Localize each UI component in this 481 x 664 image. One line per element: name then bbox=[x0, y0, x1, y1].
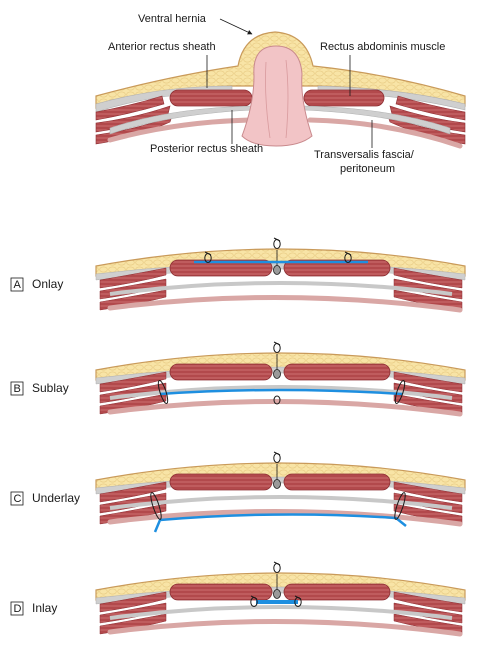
panel-name: Sublay bbox=[32, 381, 69, 395]
label-ventral-hernia: Ventral hernia bbox=[138, 13, 207, 25]
midline-suture-icon bbox=[273, 561, 281, 573]
mesh bbox=[153, 513, 407, 533]
rectus-muscle-right bbox=[283, 363, 391, 381]
peritoneum bbox=[107, 508, 463, 527]
posterior-sheath bbox=[109, 495, 453, 510]
mesh-fixation-suture-icon bbox=[394, 380, 406, 404]
label-rectus-abdominis-muscle: Rectus abdominis muscle bbox=[320, 41, 445, 53]
panel-letter: D bbox=[14, 603, 22, 615]
lateral-muscle-left bbox=[99, 591, 167, 613]
panel-letter-box bbox=[10, 277, 24, 292]
rectus-muscle-left bbox=[169, 363, 273, 381]
rectus-muscle-left bbox=[169, 89, 253, 107]
mesh bbox=[159, 388, 403, 396]
mesh-fixation-suture-icon bbox=[344, 251, 352, 263]
panel-inlay: D Inlay bbox=[10, 561, 466, 637]
panel-letter-box bbox=[10, 491, 24, 506]
lateral-muscle-right bbox=[393, 371, 463, 393]
label-posterior-rectus-sheath: Posterior rectus sheath bbox=[150, 143, 263, 155]
hernia-anatomy: Ventral hernia Anterior rectus sheath Re… bbox=[95, 13, 466, 175]
lateral-muscle-right bbox=[393, 267, 463, 289]
mesh-fixation-suture-icon bbox=[150, 492, 162, 520]
midline-suture-icon bbox=[273, 237, 281, 249]
peritoneum bbox=[107, 294, 463, 313]
posterior-sheath bbox=[109, 385, 453, 400]
mesh-fixation-suture-icon bbox=[157, 380, 169, 404]
panel-name: Underlay bbox=[32, 491, 80, 505]
lateral-muscle-left bbox=[99, 481, 167, 503]
rectus-muscle-right bbox=[303, 89, 385, 107]
panel-letter-box bbox=[10, 601, 24, 616]
hernia-sac bbox=[241, 45, 313, 147]
mesh-fixation-suture-icon bbox=[204, 251, 212, 263]
lateral-muscle-right bbox=[393, 481, 463, 503]
rectus-muscle-right bbox=[283, 259, 391, 277]
rectus-muscle-left bbox=[169, 259, 273, 277]
panel-sublay: B Sublay bbox=[10, 341, 466, 417]
panel-name: Onlay bbox=[32, 277, 63, 291]
midline-suture-icon bbox=[273, 451, 281, 463]
panel-underlay: C Underlay bbox=[10, 451, 466, 533]
panel-letter: B bbox=[14, 383, 21, 395]
midline-knot bbox=[273, 369, 281, 379]
posterior-sheath bbox=[109, 605, 453, 620]
mesh-fixation-suture-icon bbox=[250, 595, 258, 607]
lateral-muscle-left bbox=[99, 371, 167, 393]
peritoneum bbox=[107, 398, 463, 417]
panel-letter: C bbox=[14, 493, 22, 505]
midline-suture-icon bbox=[273, 341, 281, 353]
label-transversalis-fascia-line2: peritoneum bbox=[340, 163, 395, 175]
panel-onlay: A Onlay bbox=[10, 237, 466, 313]
midline-knot bbox=[273, 265, 281, 275]
mesh-fixation-suture-icon bbox=[394, 492, 406, 520]
lateral-muscle-right bbox=[393, 591, 463, 613]
midline-knot bbox=[273, 479, 281, 489]
posterior-sheath bbox=[109, 281, 453, 296]
label-anterior-rectus-sheath: Anterior rectus sheath bbox=[108, 41, 216, 53]
mesh-fixation-suture-icon bbox=[294, 595, 302, 607]
panel-letter: A bbox=[14, 279, 22, 291]
lateral-muscle-left bbox=[99, 267, 167, 289]
rectus-muscle-right bbox=[283, 583, 391, 601]
panel-name: Inlay bbox=[32, 601, 57, 615]
midline-knot bbox=[273, 589, 281, 599]
panel-letter-box bbox=[10, 381, 24, 396]
peritoneum bbox=[107, 618, 463, 637]
rectus-muscle-left bbox=[169, 473, 273, 491]
transversalis-fascia-peritoneum bbox=[107, 117, 463, 149]
rectus-muscle-left bbox=[169, 583, 273, 601]
label-transversalis-fascia-line1: Transversalis fascia/ bbox=[314, 149, 415, 161]
rectus-muscle-right bbox=[283, 473, 391, 491]
